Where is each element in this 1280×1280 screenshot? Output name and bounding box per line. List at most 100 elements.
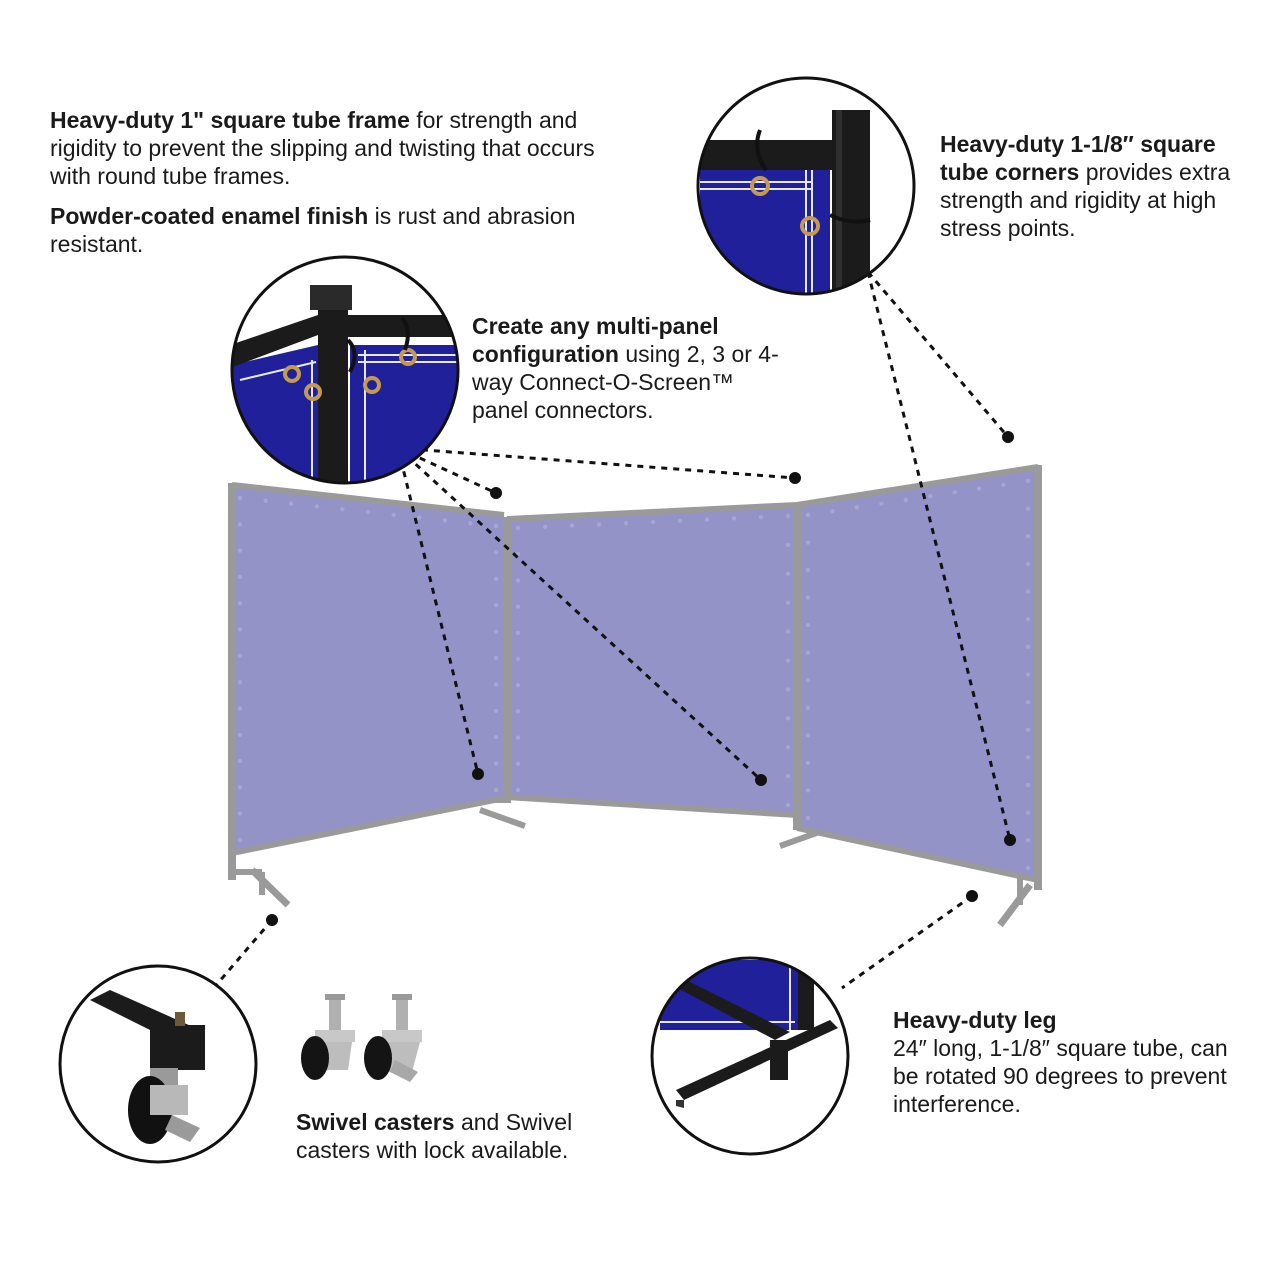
grommet-dot: [623, 521, 629, 526]
connector-caption-body: using 2, 3 or 4-way Connect-O-Screen™ pa…: [472, 341, 779, 423]
grommet-dot: [237, 548, 243, 553]
grommet-dot: [1025, 782, 1031, 788]
grommet-dot: [515, 578, 521, 583]
leg-caption-body: 24″ long, 1-1/8″ square tube, can be rot…: [893, 1035, 1228, 1117]
grommet-dot: [785, 542, 791, 548]
grommet-dot: [903, 497, 908, 503]
grommet-dot: [515, 656, 521, 662]
grommet-dot: [1025, 699, 1031, 705]
grommet-dot: [237, 785, 243, 790]
connector-caption: Create any multi-panel configuration usi…: [472, 312, 792, 424]
grommet-dot: [237, 706, 243, 711]
grommet-dot: [493, 576, 499, 581]
grommet-dot: [1025, 506, 1031, 511]
welding-screen: [228, 464, 1042, 928]
grommet-dot: [237, 679, 243, 685]
grommet-dot: [785, 629, 791, 634]
grommet-dot: [493, 550, 499, 555]
grommet-dot: [785, 773, 791, 779]
grommet-dot: [976, 486, 982, 491]
grommet-dot: [952, 490, 957, 495]
grommet-dot: [493, 761, 499, 766]
grommet-dot: [493, 682, 499, 687]
frame-caption-title: Heavy-duty 1" square tube frame: [50, 107, 410, 133]
grommet-dot: [1025, 810, 1031, 815]
grommet-dot: [785, 658, 791, 663]
grommet-dot: [493, 629, 499, 634]
finish-caption-body: is rust and abrasion resistant.: [50, 203, 576, 257]
grommet-dot: [493, 735, 499, 740]
grommet-dot: [1025, 755, 1031, 760]
grommet-dot: [493, 603, 499, 608]
caster-detail-icon: [58, 964, 258, 1164]
grommet-dot: [854, 505, 860, 510]
leg-caption: Heavy-duty leg 24″ long, 1-1/8″ square t…: [893, 1006, 1253, 1118]
grommet-dot: [928, 493, 933, 499]
panel-connector-detail-icon: [230, 255, 460, 485]
right-panel: [796, 464, 1042, 928]
grommet-dot: [289, 501, 294, 506]
grommet-dot: [805, 512, 811, 518]
middle-panel: [478, 502, 838, 849]
leader-lines: [210, 271, 1012, 991]
grommet-dot: [314, 504, 319, 509]
grommet-dot: [1025, 617, 1031, 622]
grommet-dot: [515, 604, 521, 609]
grommet-dot: [805, 788, 811, 793]
grommet-dot: [805, 595, 811, 600]
grommet-dot: [805, 760, 811, 766]
grommet-dot: [515, 630, 521, 635]
grommet-dot: [785, 687, 791, 692]
grommet-dot: [785, 571, 791, 576]
leg-caption-title: Heavy-duty leg: [893, 1007, 1057, 1033]
grommet-dot: [805, 705, 811, 711]
grommet-dot: [542, 524, 548, 529]
grommet-dot: [493, 708, 499, 713]
casters-caption-body: and Swivel casters with lock available.: [296, 1109, 573, 1163]
grommet-dot: [805, 733, 811, 738]
grommet-dot: [365, 509, 371, 515]
grommet-dot: [1025, 838, 1031, 843]
grommet-dot: [515, 525, 521, 531]
casters-caption-title: Swivel casters: [296, 1109, 455, 1135]
grommet-dot: [237, 758, 243, 764]
grommet-dot: [1001, 482, 1006, 487]
grommet-dot: [805, 650, 811, 655]
grommet-dot: [1025, 672, 1031, 677]
grommet-dot: [731, 516, 737, 521]
grommet-dot: [758, 515, 764, 520]
grommet-dot: [677, 518, 683, 523]
grommet-dot: [237, 495, 243, 501]
finish-caption-title: Powder-coated enamel finish: [50, 203, 369, 229]
leader-endpoints: [266, 431, 1016, 926]
corner-tube-detail-icon: [696, 76, 916, 296]
swivel-casters-photo: [301, 994, 422, 1082]
grommet-dot: [391, 512, 396, 517]
grommet-dot: [704, 517, 710, 522]
grommet-dot: [1025, 561, 1031, 567]
grommet-dot: [805, 540, 811, 545]
frame-caption: Heavy-duty 1" square tube frame for stre…: [50, 106, 610, 258]
left-panel: [228, 482, 505, 908]
connector-caption-title: Create any multi-panel configuration: [472, 313, 719, 367]
grommet-dot: [785, 802, 791, 808]
grommet-dot: [805, 815, 811, 821]
grommet-dot: [515, 761, 521, 766]
grommet-dot: [263, 498, 268, 503]
grommet-dot: [237, 574, 243, 580]
grommet-dot: [650, 519, 656, 525]
grommet-dot: [442, 518, 447, 523]
grommet-dot: [237, 811, 243, 816]
grommet-dot: [237, 837, 243, 843]
frame-caption-body: for strength and rigidity to prevent the…: [50, 107, 595, 189]
grommet-dot: [493, 523, 499, 529]
leg-detail-icon: [650, 956, 850, 1156]
grommet-dot: [1025, 727, 1031, 732]
grommet-dot: [805, 622, 811, 628]
grommet-dot: [493, 655, 499, 661]
grommet-dot: [569, 523, 575, 528]
grommet-dot: [237, 522, 243, 527]
grommet-dot: [785, 745, 791, 750]
grommet-dot: [785, 600, 791, 605]
